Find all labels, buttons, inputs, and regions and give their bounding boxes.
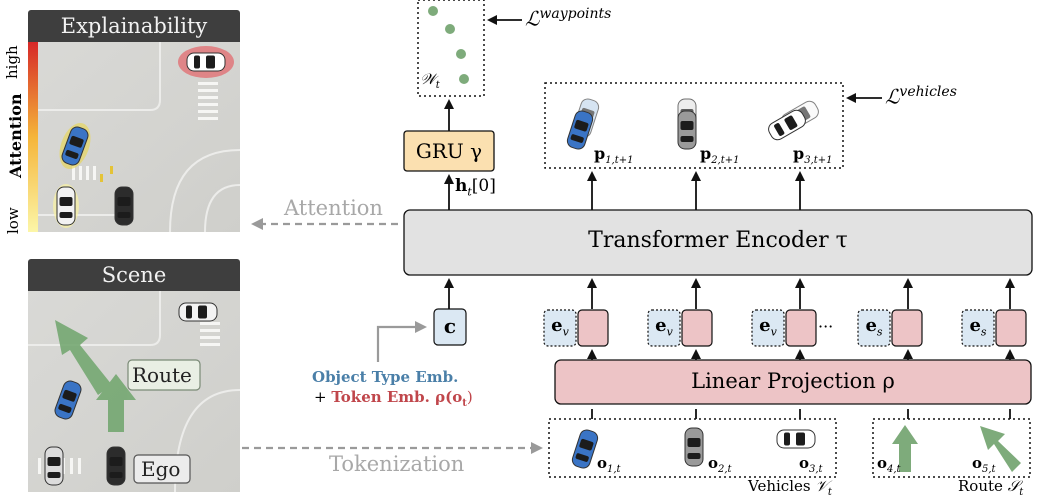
object-label-3: o3,t: [799, 454, 823, 475]
ego-car: [114, 186, 134, 226]
route-segment-1: [892, 425, 918, 472]
scene-car-white: [178, 302, 218, 322]
attention-car-low: [53, 184, 79, 228]
legend-arrow: [376, 321, 427, 362]
object-car-3: [776, 429, 816, 449]
route-segment-2: [980, 426, 1021, 472]
attention-car-high: [178, 46, 234, 78]
waypoint-dots: [428, 6, 469, 84]
route-arrows: [55, 320, 136, 432]
attention-car-mid: [59, 122, 91, 170]
route-type-emb-label-2: es: [969, 315, 987, 339]
prediction-label-1: p1,t+1: [594, 144, 634, 167]
token-pair-5: [961, 309, 1027, 347]
token-pair-1: [543, 309, 609, 347]
explainability-panel: [28, 42, 241, 233]
route-tag-box: [127, 359, 201, 391]
tokenization-label: Tokenization: [329, 452, 465, 476]
token-pair-2: [647, 309, 713, 347]
attention-label: Attention: [284, 196, 383, 220]
route-group-label: Route 𝒮t: [958, 477, 1024, 498]
crosswalk: [72, 82, 218, 180]
waypoints-symbol: 𝒲t: [420, 70, 440, 91]
ego-tag-box: [133, 454, 191, 484]
prediction-label-3: p3,t+1: [793, 144, 833, 167]
object-label-2: o2,t: [708, 454, 732, 475]
scene-panel: [28, 290, 241, 493]
ego-tag: Ego: [141, 457, 181, 481]
object-car-2: [684, 427, 704, 467]
colorbar-high-label: high: [3, 45, 21, 79]
explainability-title: Explainability: [28, 10, 240, 42]
scene-car-grey: [44, 446, 64, 486]
route-type-emb-label-1: es: [865, 315, 883, 339]
token-pair-3: [751, 309, 817, 347]
vehicle-type-emb-label-2: ev: [655, 315, 673, 339]
prediction-label-2: p2,t+1: [700, 144, 740, 167]
class-token-box: [433, 308, 467, 346]
prediction-car-2: [677, 98, 697, 150]
scene-ego-car: [106, 446, 126, 486]
vehicles-loss-label: ℒvehicles: [885, 84, 957, 109]
waypoints-box: [417, 0, 485, 97]
vehicle-type-emb-label-1: ev: [551, 315, 569, 339]
linear-projection-label: Linear Projection ρ: [691, 369, 895, 393]
waypoints-loss-label: ℒwaypoints: [525, 6, 612, 31]
colorbar-attention-label: Attention: [6, 93, 25, 179]
vehicle-type-emb-label-3: ev: [759, 315, 777, 339]
legend-object-type: Object Type Emb.: [312, 368, 459, 386]
hidden-state-label: ht[0]: [455, 176, 496, 199]
transformer-label: Transformer Encoder τ: [588, 228, 848, 253]
object-label-1: o1,t: [597, 454, 621, 475]
attention-colorbar: [28, 42, 38, 232]
token-pair-4: [857, 309, 923, 347]
gru-label: GRU γ: [415, 139, 483, 163]
class-token-label: c: [443, 314, 457, 338]
colorbar-low-label: low: [4, 207, 22, 234]
scene-title: Scene: [28, 259, 240, 291]
route-tag: Route: [132, 363, 192, 387]
token-ellipsis: ···: [818, 317, 834, 336]
object-label-4: o4,t: [877, 454, 901, 475]
object-label-5: o5,t: [972, 454, 996, 475]
transformer-encoder-box: [403, 209, 1033, 276]
vehicles-group-label: Vehicles 𝒱t: [748, 477, 832, 498]
linear-projection-box: [554, 359, 1032, 405]
legend-token-emb: + Token Emb. ρ(ot): [314, 388, 473, 409]
